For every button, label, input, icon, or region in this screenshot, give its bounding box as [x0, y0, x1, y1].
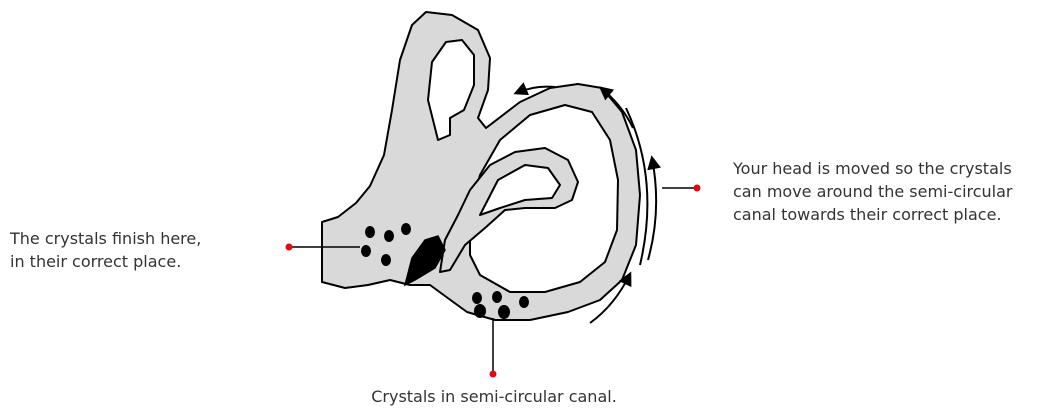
label-movement-line3: canal towards their correct place.: [733, 203, 1013, 226]
label-finish-line1: The crystals finish here,: [10, 227, 201, 250]
pointer-dot-canal: [490, 371, 497, 378]
label-crystals-canal: Crystals in semi-circular canal.: [0, 385, 988, 408]
label-canal-text: Crystals in semi-circular canal.: [0, 385, 988, 408]
crystal: [361, 245, 371, 257]
label-movement-line1: Your head is moved so the crystals: [733, 157, 1013, 180]
crystal: [492, 291, 502, 303]
pointer-dot-finish: [286, 244, 293, 251]
label-finish-line2: in their correct place.: [10, 250, 201, 273]
crystal: [381, 254, 391, 266]
pointer-dot-movement: [694, 185, 701, 192]
arrow-right: [648, 158, 656, 260]
label-movement-line2: can move around the semi-circular: [733, 180, 1013, 203]
crystal: [474, 304, 486, 318]
crystal: [384, 230, 394, 242]
label-crystals-finish: The crystals finish here, in their corre…: [10, 227, 201, 273]
crystal: [401, 223, 411, 235]
crystal: [472, 292, 482, 304]
crystal: [519, 296, 529, 308]
crystal: [498, 305, 510, 319]
label-head-movement: Your head is moved so the crystals can m…: [733, 157, 1013, 226]
crystal: [365, 226, 375, 238]
